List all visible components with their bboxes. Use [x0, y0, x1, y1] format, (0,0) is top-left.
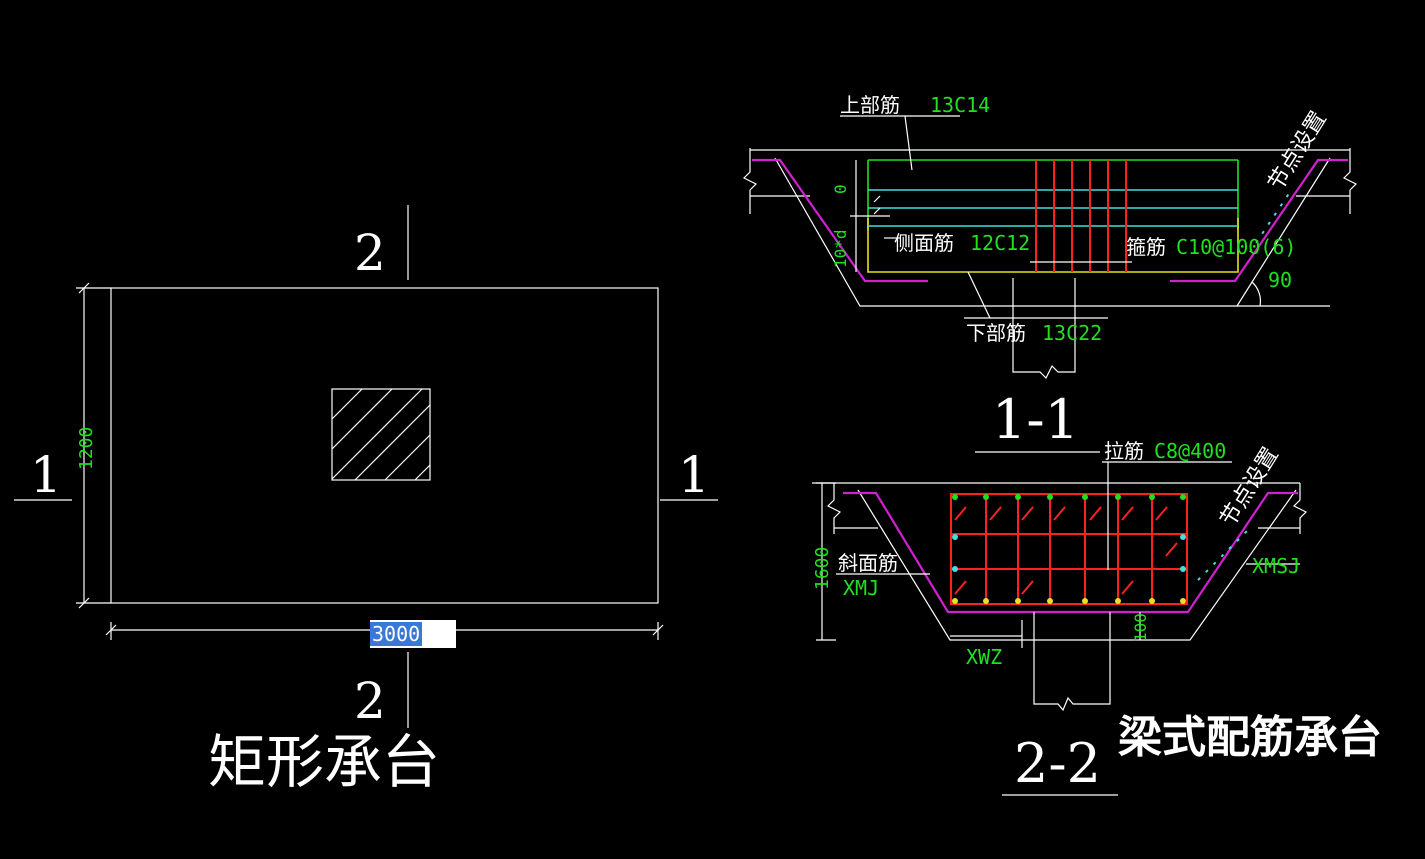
bottom-bar-value: 13C22 [1042, 321, 1102, 345]
dim-zero-text: 0 [831, 184, 850, 194]
dim-100-text: 100 [1131, 613, 1150, 642]
side-bar-value: 12C12 [970, 231, 1030, 255]
stirrup-label: 箍筋 [1126, 235, 1166, 259]
bottom-bar-label: 下部筋 [966, 321, 1026, 345]
slope-bar-label: 斜面筋 [838, 551, 898, 575]
section-2-2: 拉筋 C8@400 斜面筋 XMJ XMSJ XWZ 1600 100 节点设置… [812, 439, 1382, 796]
side-bar-dots [952, 534, 1186, 572]
dim-10d-text: 10*d [831, 229, 850, 268]
dim-height-plan [76, 282, 111, 609]
bottom-bar-dots [952, 598, 1186, 604]
angle-text: 90 [1268, 268, 1292, 292]
plan-view: 1 1 2 2 1200 矩形承台 [14, 205, 718, 796]
xmj-text: XMJ [843, 576, 879, 600]
section-2-2-label: 2-2 [1014, 732, 1101, 795]
plan-title: 矩形承台 [208, 728, 440, 796]
xwz-text: XWZ [966, 645, 1002, 669]
section-1-1: 上部筋 13C14 侧面筋 12C12 箍筋 C10@100(6) 下部筋 13… [742, 93, 1358, 453]
section-mark-left: 1 [30, 446, 62, 504]
section-mark-bottom: 2 [354, 672, 386, 730]
top-bar-value: 13C14 [930, 93, 990, 117]
tie-label: 拉筋 [1104, 439, 1144, 463]
stirrup-value: C10@100(6) [1176, 235, 1296, 259]
top-bar-label: 上部筋 [840, 93, 900, 117]
pile-cap-outline[interactable] [110, 287, 659, 604]
dimension-edit-value[interactable]: 3000 [370, 622, 423, 646]
section-mark-right: 1 [678, 446, 710, 504]
side-bar-label: 侧面筋 [894, 231, 954, 255]
dim-1600-text: 1600 [812, 547, 833, 590]
top-bar-dots [952, 494, 1186, 500]
section-mark-top: 2 [354, 224, 386, 282]
column-hatch [331, 388, 431, 481]
tie-value: C8@400 [1154, 439, 1226, 463]
section-1-1-label: 1-1 [992, 388, 1079, 451]
node-setting-1[interactable]: 节点设置 [1264, 107, 1332, 195]
dim-height-text: 1200 [76, 427, 97, 470]
xmsj-text: XMSJ [1252, 554, 1300, 578]
beam-cap-title: 梁式配筋承台 [1118, 712, 1382, 763]
